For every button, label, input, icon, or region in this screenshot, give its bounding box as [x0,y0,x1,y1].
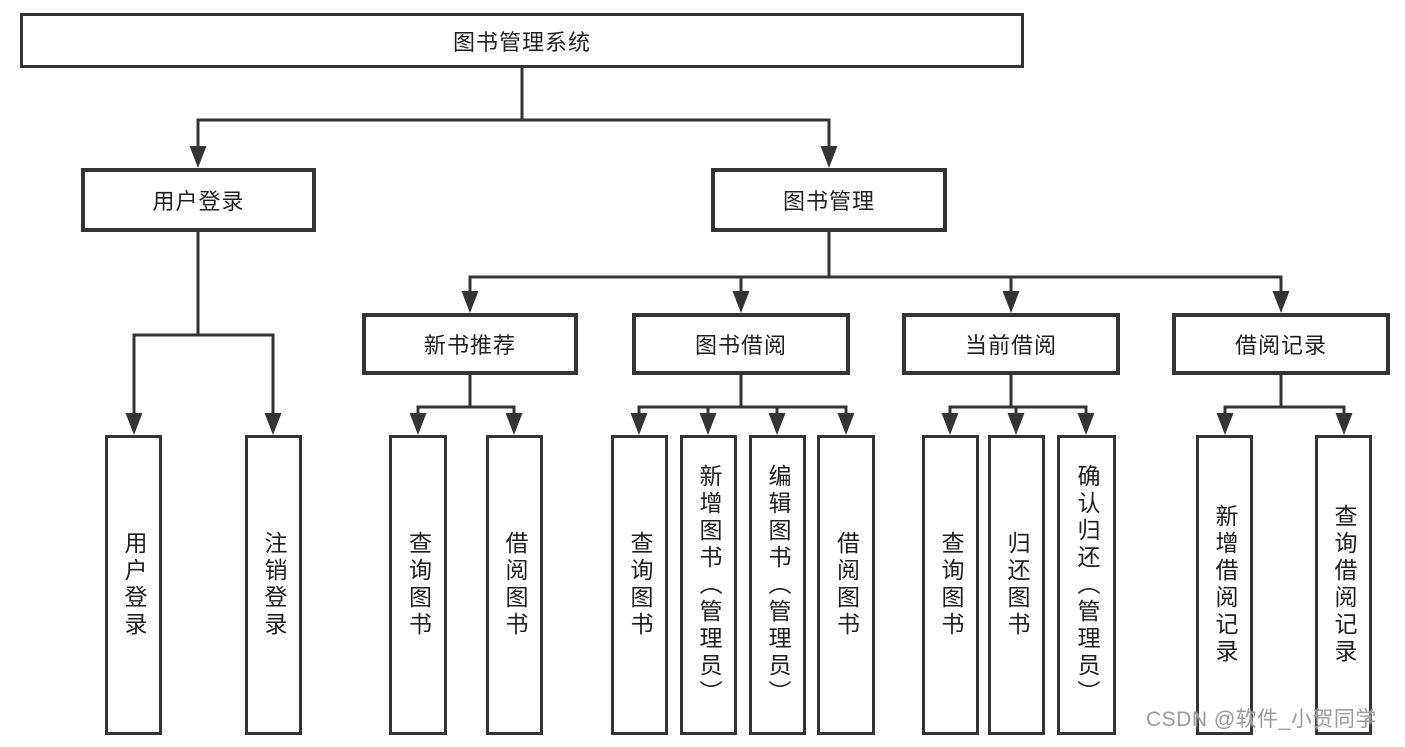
arrowhead [1002,291,1020,313]
arrowhead [820,146,838,168]
leaf-logout: 注销登录 [245,435,302,735]
arrowhead [941,413,959,435]
node-label: 新书推荐 [423,333,516,358]
node-current-borrowing: 当前借阅 [902,313,1120,375]
arrowhead [189,146,207,168]
node-library-management-system: 图书管理系统 [20,13,1024,68]
leaf-label: 注销登录 [261,531,287,639]
arrowhead [461,291,479,313]
leaf-label: 查询图书 [938,531,964,639]
node-user-login: 用户登录 [81,168,316,232]
arrowhead [768,413,786,435]
node-book-management: 图书管理 [711,168,947,232]
arrowhead [264,413,282,435]
leaf-add-borrow-record: 新增借阅记录 [1196,435,1253,735]
node-label: 图书管理系统 [452,29,591,55]
arrowhead [505,413,523,435]
node-label: 图书管理 [782,189,875,214]
node-label: 图书借阅 [694,333,787,358]
leaf-borrow-books: 借阅图书 [817,435,875,735]
node-borrowing-records: 借阅记录 [1172,313,1390,375]
leaf-label: 编辑图书（管理员） [765,463,791,707]
leaf-label: 确认归还（管理员） [1074,463,1100,707]
arrowhead [1007,413,1025,435]
leaf-confirm-return-admin: 确认归还（管理员） [1057,435,1116,735]
arrowheads [125,146,1353,435]
leaf-query-books-borrowing: 查询图书 [611,435,668,735]
node-label: 当前借阅 [964,333,1057,358]
arrowhead [630,413,648,435]
leaf-label: 新增借阅记录 [1212,504,1238,666]
leaf-borrow-books-recommend: 借阅图书 [486,435,543,735]
node-label: 借阅记录 [1234,333,1327,358]
leaf-edit-books-admin: 编辑图书（管理员） [749,435,806,735]
leaf-label: 用户登录 [121,531,147,639]
arrowhead [1216,413,1234,435]
arrowhead [1272,291,1290,313]
leaf-label: 新增图书（管理员） [696,463,722,707]
arrowhead [125,413,143,435]
leaf-label: 借阅图书 [833,531,860,639]
leaf-label: 查询图书 [405,531,432,639]
arrowhead [409,413,427,435]
arrowhead [732,291,750,313]
arrowhead [699,413,717,435]
leaf-label: 借阅图书 [502,531,528,639]
leaf-query-borrow-record: 查询借阅记录 [1315,435,1372,735]
node-new-book-recommend: 新书推荐 [362,313,578,375]
node-label: 用户登录 [152,189,245,214]
arrowhead [837,413,855,435]
csdn-watermark: CSDN @软件_小贺同学 [1146,708,1377,731]
leaf-query-books-current: 查询图书 [922,435,979,735]
leaf-query-books-recommend: 查询图书 [389,435,447,735]
arrowhead [1335,413,1353,435]
leaf-label: 归还图书 [1004,531,1030,639]
arrowhead [1077,413,1095,435]
leaf-label: 查询图书 [627,531,653,639]
node-book-borrowing: 图书借阅 [632,313,850,375]
leaf-user-login: 用户登录 [105,435,162,735]
leaf-return-books: 归还图书 [988,435,1045,735]
leaf-label: 查询借阅记录 [1331,504,1357,666]
leaf-add-books-admin: 新增图书（管理员） [680,435,737,735]
